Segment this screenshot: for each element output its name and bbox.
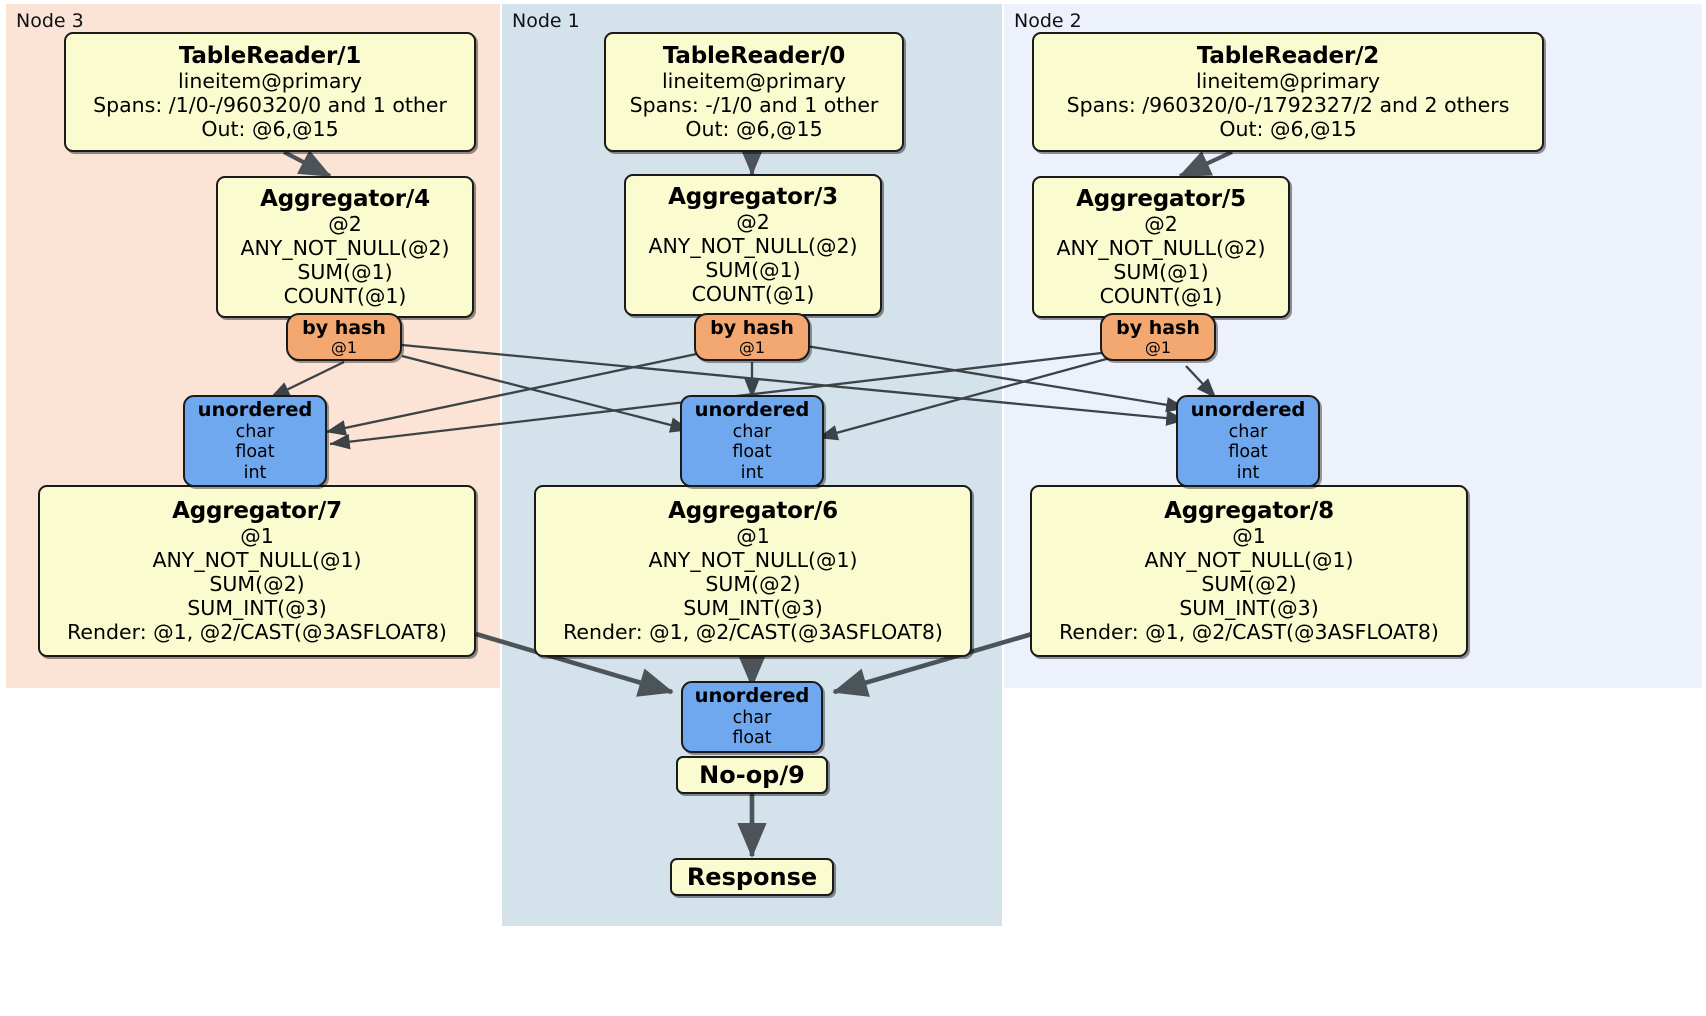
output-router-hash-center[interactable]: by hash @1 bbox=[694, 313, 810, 361]
processor-aggregator-8[interactable]: Aggregator/8 @1 ANY_NOT_NULL(@1) SUM(@2)… bbox=[1030, 485, 1468, 657]
processor-aggregator-3[interactable]: Aggregator/3 @2 ANY_NOT_NULL(@2) SUM(@1)… bbox=[624, 174, 882, 316]
router-line: @1 bbox=[330, 337, 358, 357]
sync-line: int bbox=[1236, 462, 1260, 483]
node-label-node1: Node 1 bbox=[512, 10, 580, 32]
sync-title: unordered bbox=[1190, 397, 1306, 421]
input-synchronizer-right[interactable]: unordered char float int bbox=[1176, 395, 1320, 487]
processor-aggregator-5[interactable]: Aggregator/5 @2 ANY_NOT_NULL(@2) SUM(@1)… bbox=[1032, 176, 1290, 318]
input-synchronizer-left[interactable]: unordered char float int bbox=[183, 395, 327, 487]
processor-tablereader-0[interactable]: TableReader/0 lineitem@primary Spans: -/… bbox=[604, 32, 904, 152]
processor-aggregator-4[interactable]: Aggregator/4 @2 ANY_NOT_NULL(@2) SUM(@1)… bbox=[216, 176, 474, 318]
node-label-node2: Node 2 bbox=[1014, 10, 1082, 32]
processor-line: lineitem@primary bbox=[177, 69, 363, 94]
processor-title: Aggregator/8 bbox=[1164, 497, 1334, 524]
sync-line: float bbox=[1228, 442, 1268, 463]
processor-line: ANY_NOT_NULL(@1) bbox=[1144, 548, 1354, 573]
sync-line: float bbox=[235, 442, 275, 463]
router-title: by hash bbox=[710, 316, 794, 339]
processor-tablereader-1[interactable]: TableReader/1 lineitem@primary Spans: /1… bbox=[64, 32, 476, 152]
processor-line: @2 bbox=[736, 210, 770, 235]
response-node[interactable]: Response bbox=[670, 858, 834, 896]
processor-line: Spans: /960320/0-/1792327/2 and 2 others bbox=[1066, 93, 1510, 118]
sync-title: unordered bbox=[694, 397, 810, 421]
processor-line: Render: @1, @2/CAST(@3ASFLOAT8) bbox=[67, 620, 447, 645]
processor-line: @1 bbox=[240, 524, 274, 549]
processor-title: Aggregator/6 bbox=[668, 497, 838, 524]
processor-line: Out: @6,@15 bbox=[1219, 117, 1357, 142]
processor-line: SUM_INT(@3) bbox=[683, 596, 823, 621]
processor-title: Aggregator/5 bbox=[1076, 185, 1246, 212]
sync-line: char bbox=[235, 421, 275, 442]
processor-line: ANY_NOT_NULL(@2) bbox=[1056, 236, 1266, 261]
input-synchronizer-final[interactable]: unordered char float bbox=[681, 681, 823, 753]
processor-line: ANY_NOT_NULL(@1) bbox=[648, 548, 858, 573]
sync-line: int bbox=[243, 462, 267, 483]
processor-line: Render: @1, @2/CAST(@3ASFLOAT8) bbox=[563, 620, 943, 645]
processor-title: No-op/9 bbox=[699, 760, 805, 789]
processor-line: @2 bbox=[1144, 212, 1178, 237]
sync-line: char bbox=[1228, 421, 1268, 442]
processor-line: @1 bbox=[736, 524, 770, 549]
processor-line: COUNT(@1) bbox=[283, 284, 407, 309]
sync-title: unordered bbox=[197, 397, 313, 421]
processor-line: SUM_INT(@3) bbox=[187, 596, 327, 621]
processor-line: ANY_NOT_NULL(@2) bbox=[240, 236, 450, 261]
processor-title: Aggregator/7 bbox=[172, 497, 342, 524]
processor-line: SUM(@1) bbox=[1113, 260, 1209, 285]
processor-line: SUM(@2) bbox=[1201, 572, 1297, 597]
processor-line: COUNT(@1) bbox=[1099, 284, 1223, 309]
processor-aggregator-7[interactable]: Aggregator/7 @1 ANY_NOT_NULL(@1) SUM(@2)… bbox=[38, 485, 476, 657]
processor-line: Spans: /1/0-/960320/0 and 1 other bbox=[93, 93, 447, 118]
node-label-node3: Node 3 bbox=[16, 10, 84, 32]
processor-line: @1 bbox=[1232, 524, 1266, 549]
processor-line: COUNT(@1) bbox=[691, 282, 815, 307]
processor-title: Aggregator/3 bbox=[668, 183, 838, 210]
sync-line: float bbox=[732, 442, 772, 463]
processor-line: SUM_INT(@3) bbox=[1179, 596, 1319, 621]
processor-line: Spans: -/1/0 and 1 other bbox=[629, 93, 879, 118]
processor-line: @2 bbox=[328, 212, 362, 237]
sync-line: float bbox=[732, 728, 772, 749]
output-router-hash-right[interactable]: by hash @1 bbox=[1100, 313, 1216, 361]
processor-line: lineitem@primary bbox=[1195, 69, 1381, 94]
router-line: @1 bbox=[1144, 337, 1172, 357]
processor-no-op-9[interactable]: No-op/9 bbox=[676, 756, 828, 794]
processor-line: ANY_NOT_NULL(@1) bbox=[152, 548, 362, 573]
processor-title: TableReader/0 bbox=[662, 42, 846, 69]
router-title: by hash bbox=[302, 316, 386, 339]
processor-line: ANY_NOT_NULL(@2) bbox=[648, 234, 858, 259]
router-title: by hash bbox=[1116, 316, 1200, 339]
processor-aggregator-6[interactable]: Aggregator/6 @1 ANY_NOT_NULL(@1) SUM(@2)… bbox=[534, 485, 972, 657]
processor-line: Out: @6,@15 bbox=[201, 117, 339, 142]
processor-tablereader-2[interactable]: TableReader/2 lineitem@primary Spans: /9… bbox=[1032, 32, 1544, 152]
sync-line: int bbox=[740, 462, 764, 483]
processor-line: Out: @6,@15 bbox=[685, 117, 823, 142]
processor-title: TableReader/2 bbox=[1196, 42, 1380, 69]
processor-line: SUM(@2) bbox=[209, 572, 305, 597]
sync-line: char bbox=[732, 707, 772, 728]
processor-line: SUM(@1) bbox=[705, 258, 801, 283]
processor-line: Render: @1, @2/CAST(@3ASFLOAT8) bbox=[1059, 620, 1439, 645]
response-title: Response bbox=[686, 862, 818, 891]
processor-line: SUM(@1) bbox=[297, 260, 393, 285]
processor-title: Aggregator/4 bbox=[260, 185, 430, 212]
sync-line: char bbox=[732, 421, 772, 442]
input-synchronizer-center[interactable]: unordered char float int bbox=[680, 395, 824, 487]
router-line: @1 bbox=[738, 337, 766, 357]
sync-title: unordered bbox=[694, 684, 810, 708]
processor-title: TableReader/1 bbox=[178, 42, 362, 69]
output-router-hash-left[interactable]: by hash @1 bbox=[286, 313, 402, 361]
processor-line: lineitem@primary bbox=[661, 69, 847, 94]
processor-line: SUM(@2) bbox=[705, 572, 801, 597]
